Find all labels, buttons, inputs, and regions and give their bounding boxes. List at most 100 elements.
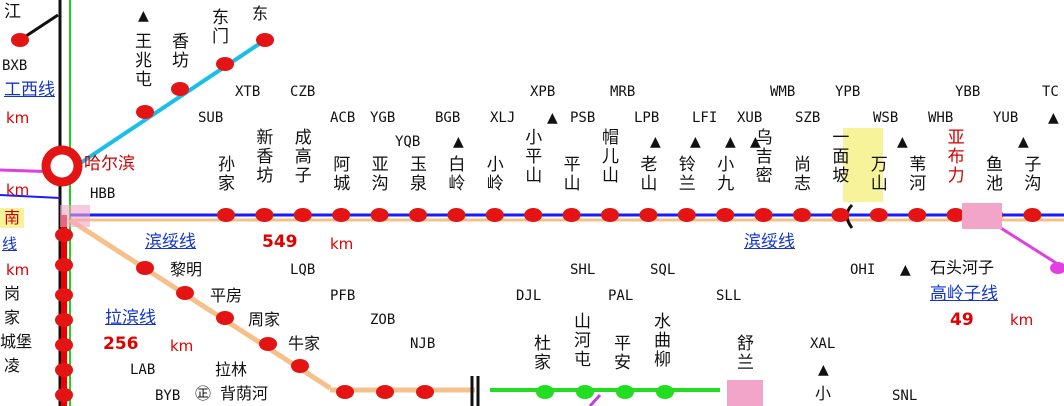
code-ohi: OHI: [850, 262, 876, 278]
gaolingzi-line-link[interactable]: 高岭子线: [930, 284, 998, 304]
triangle-icon: ▲: [547, 110, 558, 126]
harbin-hub-node: [41, 145, 83, 187]
left-col-1: 岗: [4, 284, 21, 303]
left-col-4: 凌: [4, 356, 21, 375]
binsui-station-dot: [716, 208, 735, 222]
labin-station-dot: [291, 359, 309, 373]
code-snl: SNL: [892, 388, 918, 404]
binsui-station-dot: [524, 208, 543, 222]
binsui-station-17: 万山: [866, 155, 887, 193]
nw-station-dot: [171, 82, 189, 96]
binsui-km-unit: km: [330, 235, 354, 253]
green-station-dot: [536, 385, 554, 399]
triangle-icon: ▲: [453, 134, 464, 150]
code-pal: PAL: [608, 288, 634, 304]
code-xpb: XPB: [530, 84, 556, 100]
triangle-icon: ▲: [1018, 134, 1029, 150]
binsui-station-dot: [255, 208, 274, 222]
code-ybb: YBB: [955, 84, 981, 100]
green-station-dot: [616, 385, 634, 399]
binsui-station-dot: [562, 208, 581, 222]
binsui-station-19: 亚布力: [943, 128, 964, 185]
code-xlj: XLJ: [490, 110, 516, 126]
code-wmb: WMB: [770, 84, 796, 100]
triangle-icon: ▲: [900, 262, 911, 278]
binsui-station-dot: [601, 208, 619, 222]
trunk-station-dot: [55, 338, 73, 352]
binsui-station-dot: [639, 208, 658, 222]
code-njb: NJB: [410, 336, 436, 352]
code-sll: SLL: [716, 288, 742, 304]
hub-highlight: [60, 205, 90, 227]
binsui-station-dot: [293, 208, 312, 222]
binsui-station-8: 小平山: [521, 128, 542, 185]
code-yub: YUB: [993, 110, 1019, 126]
labin-station-dot: [136, 261, 154, 275]
binsui-station-dot: [946, 208, 965, 222]
left-station-dot: [11, 33, 29, 47]
station-wangzhaotun: 王兆屯: [131, 32, 151, 89]
binsui-line-link[interactable]: 滨绥线: [145, 232, 196, 252]
binsui-station-7: 小岭: [482, 155, 503, 193]
station-shanhetun: 山河屯: [570, 312, 590, 369]
binsui-station-13: 小九: [713, 155, 734, 193]
triangle-icon: ▲: [650, 134, 661, 150]
top-fragment: 东: [252, 4, 269, 23]
blue-west-line: [0, 194, 61, 199]
station-niujia: 牛家: [288, 334, 321, 353]
trunk-station-dot: [55, 313, 73, 327]
binsui-station-2: 成高子: [290, 128, 311, 185]
code-yqb: YQB: [395, 134, 421, 150]
binsui-station-dot: [754, 208, 773, 222]
binsui-station-dot: [370, 208, 389, 222]
green-station-dot: [656, 385, 674, 399]
hub-name[interactable]: 哈尔滨: [84, 154, 135, 174]
code-lpb: LPB: [634, 110, 660, 126]
left-nan-label: 南: [0, 208, 25, 228]
left-line-fragment[interactable]: 工西线: [4, 80, 55, 100]
labin-line-link[interactable]: 拉滨线: [105, 308, 156, 328]
binsui-station-14: 乌吉密: [751, 128, 772, 185]
binsui-station-12: 铃兰: [674, 155, 695, 193]
binsui-station-9: 平山: [559, 155, 580, 193]
bxb-code: BXB: [2, 58, 28, 74]
labin-km-value: 256: [103, 334, 139, 354]
trunk-station-dot: [55, 258, 73, 272]
code-czb: CZB: [290, 84, 316, 100]
code-sub: SUB: [198, 110, 224, 126]
code-xal: XAL: [810, 336, 836, 352]
station-pingfang: 平房: [210, 286, 243, 305]
triangle-icon: ▲: [138, 8, 149, 24]
left-line-frag-2[interactable]: 线: [2, 235, 18, 253]
binsui-station-21: 子沟: [1020, 155, 1041, 193]
binsui-station-dot: [869, 208, 888, 222]
station-xiao: 小: [815, 384, 832, 403]
purple-stub: [588, 393, 602, 406]
labin-line: [68, 217, 332, 391]
station-beiyinhe: 背荫河: [220, 384, 269, 403]
station-shulan: 舒兰: [733, 334, 753, 372]
binsui-station-dot: [409, 208, 427, 222]
binsui-station-dot: [677, 208, 696, 222]
station-pingan: 平安: [610, 334, 630, 372]
trunk-station-dot: [55, 388, 73, 402]
code-lqb: LQB: [290, 262, 316, 278]
binsui-station-0: 孙家: [214, 155, 234, 193]
binsui-station-16: 一面坡: [828, 128, 849, 185]
labin-km-unit: km: [170, 337, 194, 355]
station-xiangfang: 香坊: [168, 32, 188, 70]
code-ygb: YGB: [370, 110, 396, 126]
binsui-station-dot: [485, 208, 504, 222]
labin-station-dot: [336, 385, 354, 399]
triangle-icon: ▲: [750, 134, 761, 150]
hub-code: HBB: [90, 186, 116, 202]
code-mrb: MRB: [610, 84, 636, 100]
byb-mark-icon: ㊣: [195, 384, 212, 403]
station-dongmen: 东门: [208, 8, 228, 46]
station-zhoujia: 周家: [248, 310, 281, 329]
code-szb: SZB: [795, 110, 821, 126]
labin-station-dot: [259, 337, 277, 351]
binsui-line-link-2[interactable]: 滨绥线: [744, 232, 795, 252]
